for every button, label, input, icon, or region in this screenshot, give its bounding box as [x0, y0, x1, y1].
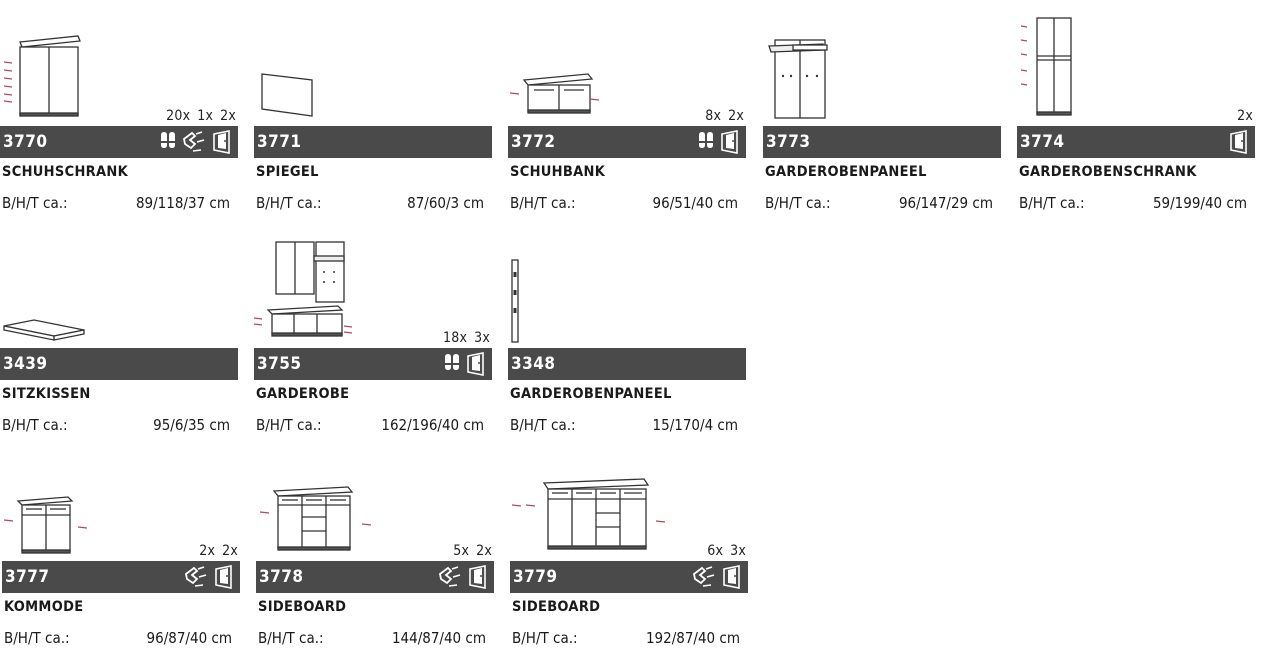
product-bar: 3771 [254, 126, 492, 158]
door-icon [467, 352, 484, 376]
wardrobe-illustration [1020, 17, 1072, 116]
dimension-value: 162/196/40 cm [381, 416, 484, 434]
shoe-cabinet-illustration [3, 35, 81, 117]
sideboard-large-illustration [511, 478, 666, 550]
product-name: SIDEBOARD [512, 599, 601, 615]
product-code: 3771 [257, 132, 302, 152]
dimension-label: B/H/T ca.: [256, 416, 322, 434]
product-card-3771: 3771 SPIEGEL B/H/T ca.: 87/60/3 cm [254, 0, 492, 212]
dimension-label: B/H/T ca.: [510, 194, 576, 212]
dimension-value: 192/87/40 cm [645, 629, 740, 647]
product-name: GARDEROBENPANEEL [510, 386, 672, 402]
product-name: GARDEROBENPANEEL [765, 164, 927, 180]
door-icon [469, 565, 486, 589]
product-bar: 3770 [0, 126, 238, 158]
dresser-illustration [3, 496, 88, 554]
dimension-label: B/H/T ca.: [2, 416, 68, 434]
shelf-icon [183, 131, 205, 152]
door-icon [721, 130, 738, 154]
dimension-value: 96/51/40 cm [652, 194, 738, 212]
dimension-value: 144/87/40 cm [391, 629, 486, 647]
product-code: 3772 [511, 132, 556, 152]
dimension-label: B/H/T ca.: [256, 194, 322, 212]
product-code: 3779 [513, 567, 558, 587]
shelf-icon [439, 566, 461, 587]
dimension-label: B/H/T ca.: [2, 194, 68, 212]
product-code: 3348 [511, 354, 556, 374]
shoe-bench-illustration [509, 73, 600, 114]
product-name: SPIEGEL [256, 164, 319, 180]
dimension-value: 89/118/37 cm [135, 194, 230, 212]
product-code: 3777 [5, 567, 50, 587]
narrow-coat-panel-illustration [511, 259, 519, 343]
product-bar: 3779 [510, 561, 748, 593]
product-name: GARDEROBE [256, 386, 350, 402]
sideboard-small-illustration [259, 486, 372, 551]
dimension-label: B/H/T ca.: [765, 194, 831, 212]
product-name: GARDEROBENSCHRANK [1019, 164, 1197, 180]
dimension-label: B/H/T ca.: [510, 416, 576, 434]
product-name: SCHUHSCHRANK [2, 164, 129, 180]
door-icon [1230, 130, 1247, 154]
product-card-3773: 3773 GARDEROBENPANEEL B/H/T ca.: 96/147/… [763, 0, 1001, 212]
product-code: 3778 [259, 567, 304, 587]
product-code: 3439 [3, 354, 48, 374]
feature-counts: 2x [1237, 108, 1253, 124]
dimension-value: 96/147/29 cm [898, 194, 993, 212]
product-code: 3755 [257, 354, 302, 374]
product-name: SITZKISSEN [2, 386, 91, 402]
dimension-value: 87/60/3 cm [407, 194, 484, 212]
product-name: SCHUHBANK [510, 164, 606, 180]
product-bar: 3439 [0, 348, 238, 380]
shoe-icon [699, 132, 713, 148]
dimension-label: B/H/T ca.: [258, 629, 324, 647]
shelf-icon [185, 566, 207, 587]
product-code: 3770 [3, 132, 48, 152]
wardrobe-set-illustration [253, 241, 353, 337]
seat-cushion-illustration [3, 319, 85, 341]
product-name: KOMMODE [4, 599, 84, 615]
shoe-icon [161, 132, 175, 148]
dimension-label: B/H/T ca.: [4, 629, 70, 647]
product-bar: 3755 [254, 348, 492, 380]
dimension-value: 95/6/35 cm [153, 416, 230, 434]
product-card-3774: 2x 3774 GARDEROBENSCHRANK B/H/T ca.: 59/… [1017, 0, 1255, 212]
product-bar: 3773 [763, 126, 1001, 158]
shelf-icon [693, 566, 715, 587]
product-card-3439: 3439 SITZKISSEN B/H/T ca.: 95/6/35 cm [0, 222, 238, 434]
dimension-value: 15/170/4 cm [652, 416, 738, 434]
product-code: 3774 [1020, 132, 1065, 152]
dimension-label: B/H/T ca.: [1019, 194, 1085, 212]
door-icon [215, 565, 232, 589]
dimension-value: 59/199/40 cm [1152, 194, 1247, 212]
product-bar: 3348 [508, 348, 746, 380]
product-card-3348: 3348 GARDEROBENPANEEL B/H/T ca.: 15/170/… [508, 222, 746, 434]
dimension-value: 96/87/40 cm [146, 629, 232, 647]
product-code: 3773 [766, 132, 811, 152]
product-bar: 3778 [256, 561, 494, 593]
product-name: SIDEBOARD [258, 599, 347, 615]
shoe-icon [445, 354, 459, 370]
product-bar: 3774 [1017, 126, 1255, 158]
coat-panel-illustration [768, 39, 828, 119]
door-icon [723, 565, 740, 589]
product-bar: 3777 [2, 561, 240, 593]
door-icon [213, 130, 230, 154]
dimension-label: B/H/T ca.: [512, 629, 578, 647]
mirror-illustration [261, 73, 313, 117]
product-bar: 3772 [508, 126, 746, 158]
